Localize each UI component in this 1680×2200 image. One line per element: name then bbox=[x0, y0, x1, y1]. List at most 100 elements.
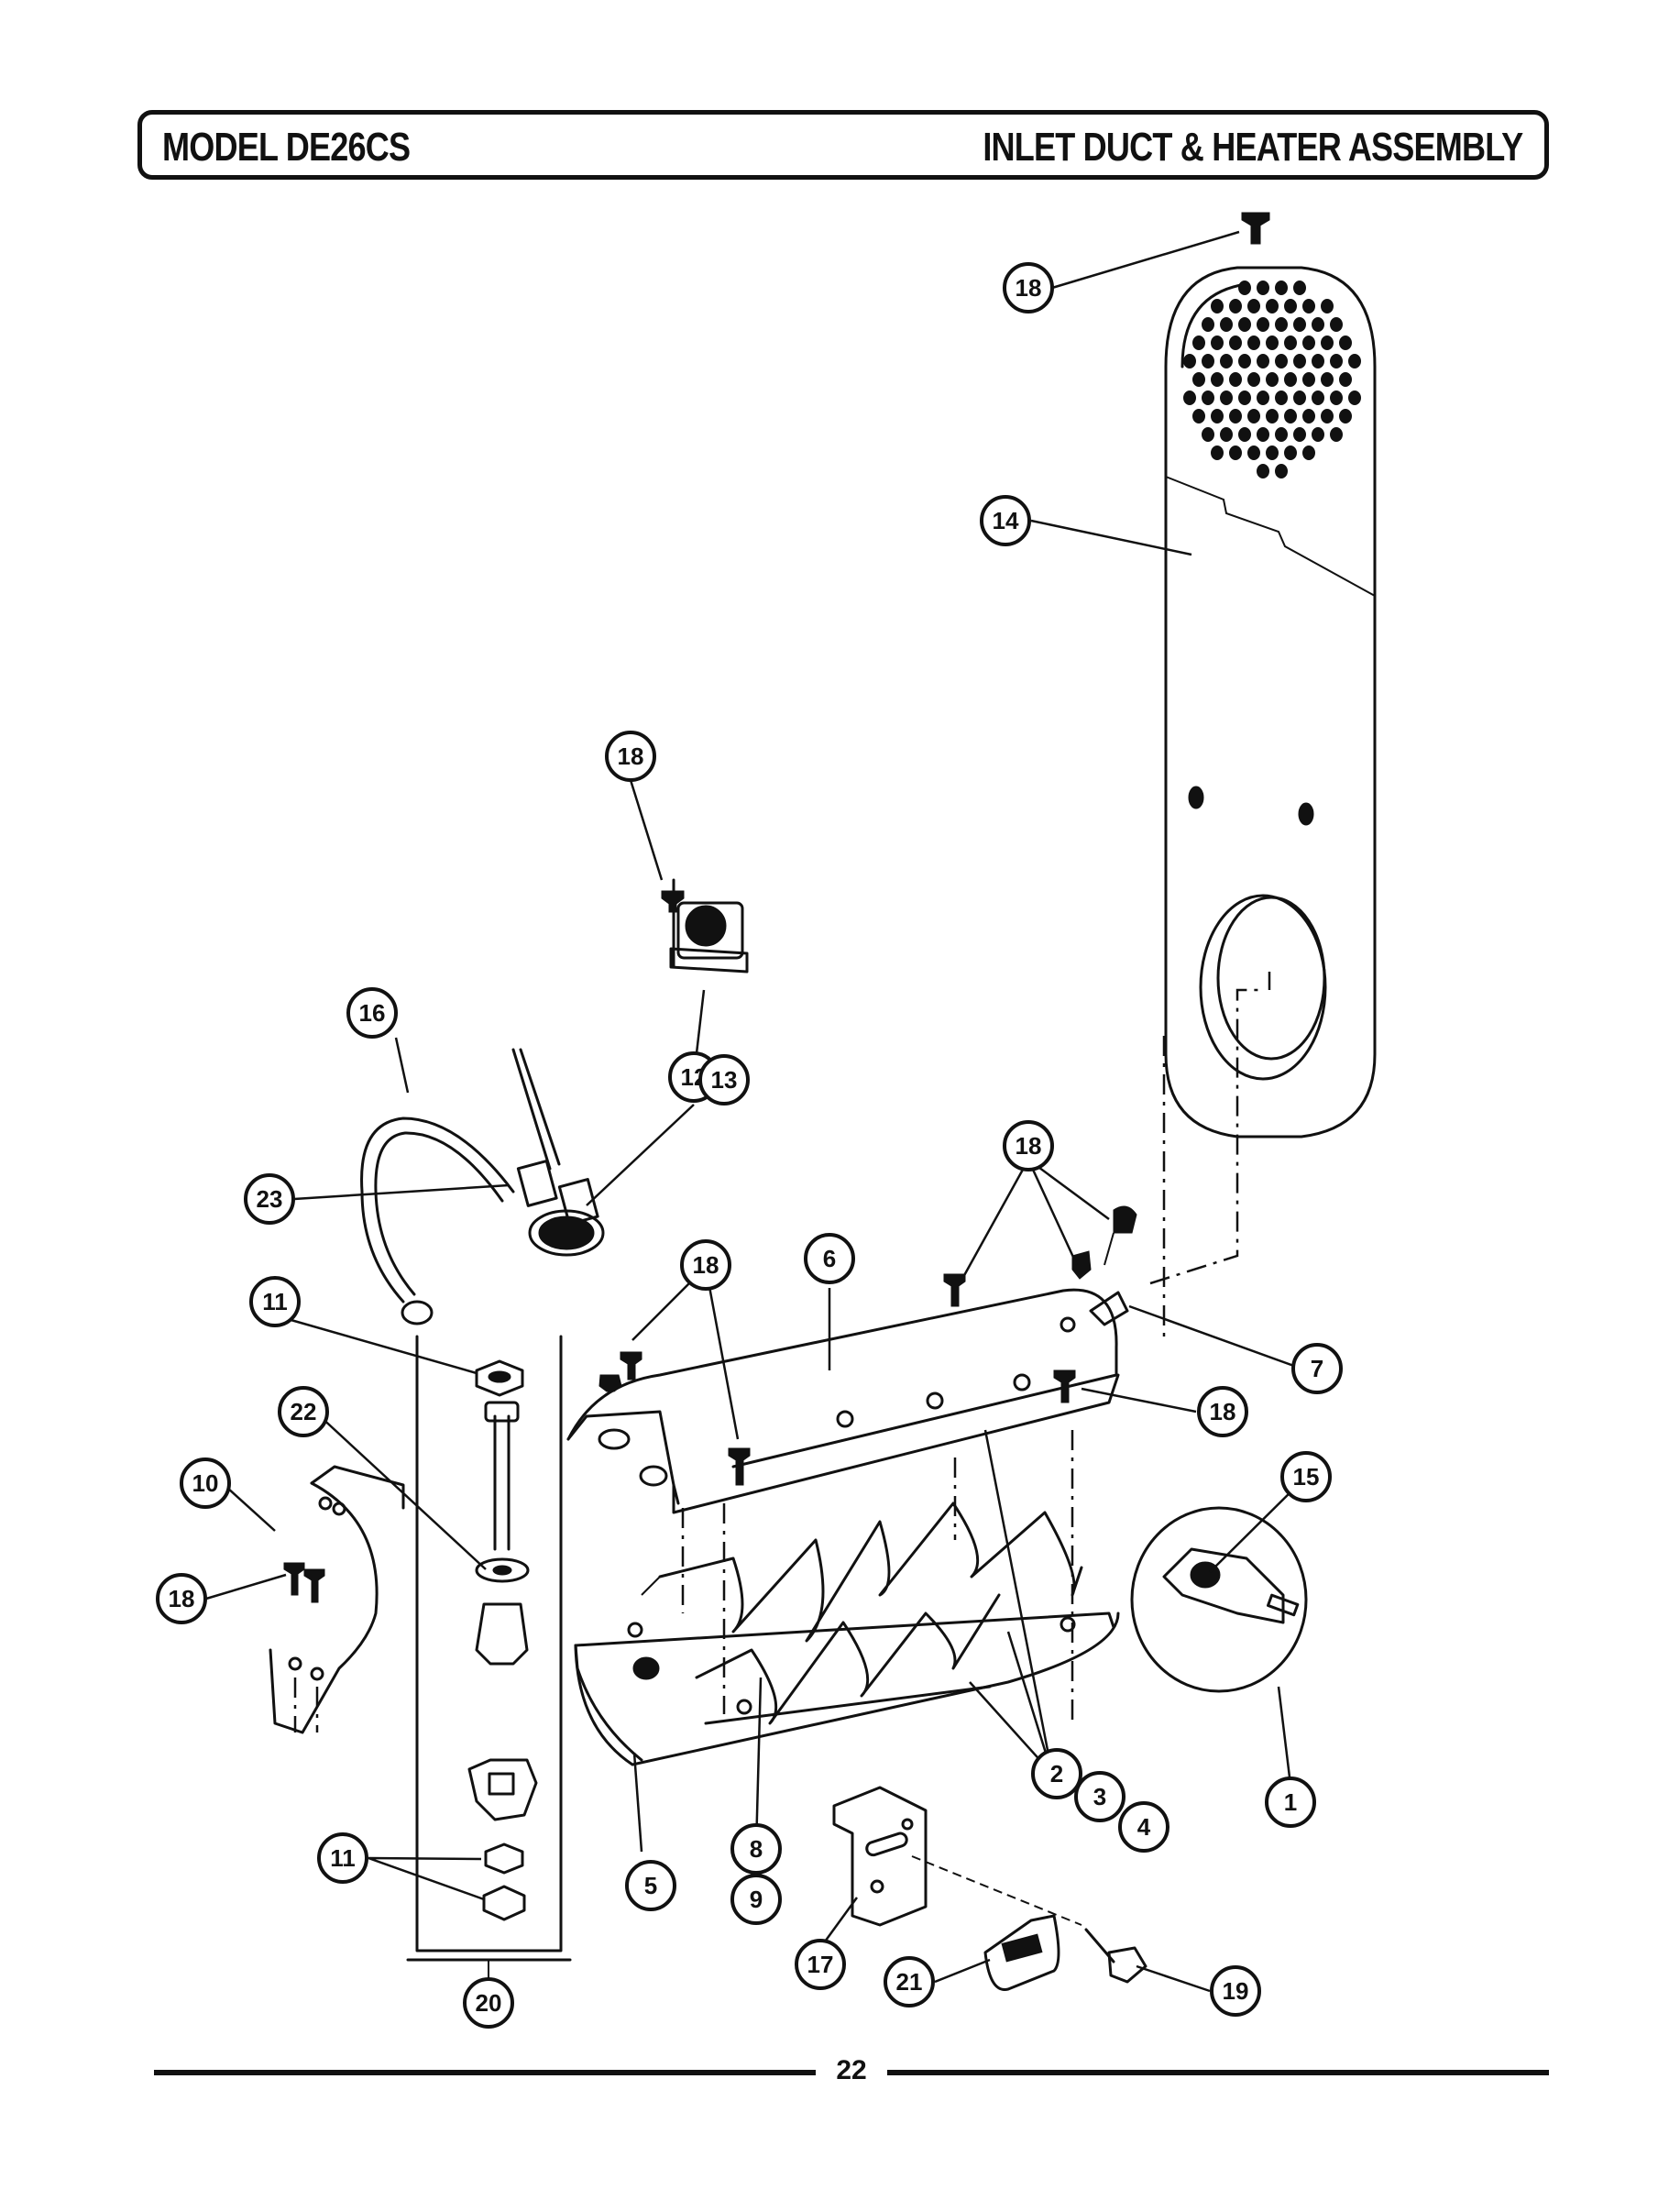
callout-label: 23 bbox=[257, 1185, 283, 1213]
heater-bracket bbox=[269, 1465, 405, 1734]
callout-circle bbox=[1210, 1965, 1261, 2017]
callout-4: 4 bbox=[1118, 1801, 1169, 1853]
callout-circle bbox=[1003, 1120, 1054, 1172]
callout-18: 18 bbox=[1003, 1120, 1054, 1172]
heater-housing-bottom bbox=[574, 1612, 1120, 1766]
callout-3: 3 bbox=[1074, 1771, 1125, 1822]
callout-label: 18 bbox=[618, 742, 644, 770]
callout-circle bbox=[625, 1860, 676, 1911]
callout-16: 16 bbox=[346, 987, 398, 1039]
callout-circle bbox=[317, 1832, 368, 1884]
callout-circle bbox=[180, 1458, 231, 1509]
callout-label: 17 bbox=[807, 1951, 834, 1978]
callout-label: 20 bbox=[476, 1989, 502, 2017]
callout-circle bbox=[1197, 1386, 1248, 1437]
callout-7: 7 bbox=[1291, 1343, 1343, 1394]
callout-14: 14 bbox=[980, 495, 1031, 546]
terminal-studs bbox=[598, 1374, 668, 1487]
callout-circle bbox=[795, 1939, 846, 1990]
callout-9: 9 bbox=[730, 1874, 782, 1925]
callout-22: 22 bbox=[278, 1386, 329, 1437]
callout-circle bbox=[1118, 1801, 1169, 1853]
callout-label: 15 bbox=[1293, 1463, 1320, 1490]
page-number: 22 bbox=[836, 2055, 867, 2085]
callout-circle bbox=[730, 1823, 782, 1875]
ground-wire bbox=[360, 1116, 515, 1326]
callout-label: 14 bbox=[993, 507, 1019, 534]
thermal-fuse bbox=[1130, 1506, 1308, 1693]
callout-label: 13 bbox=[711, 1066, 738, 1094]
callout-15: 15 bbox=[1280, 1451, 1332, 1502]
callout-18: 18 bbox=[1197, 1386, 1248, 1437]
callout-13: 13 bbox=[698, 1054, 750, 1106]
callout-circle bbox=[884, 1956, 935, 2008]
callout-circle bbox=[680, 1239, 731, 1291]
callout-11: 11 bbox=[249, 1276, 301, 1327]
callout-circle bbox=[1291, 1343, 1343, 1394]
callout-label: 3 bbox=[1093, 1783, 1106, 1810]
callout-circle bbox=[346, 987, 398, 1039]
callout-circle bbox=[605, 731, 656, 782]
callout-2: 2 bbox=[1031, 1748, 1082, 1799]
callout-circle bbox=[244, 1173, 295, 1225]
callout-18: 18 bbox=[605, 731, 656, 782]
inlet-duct bbox=[1164, 266, 1377, 1138]
section-title: INLET DUCT & HEATER ASSEMBLY bbox=[982, 125, 1523, 170]
callout-21: 21 bbox=[884, 1956, 935, 2008]
callout-circle bbox=[463, 1977, 514, 2029]
callout-circle bbox=[278, 1386, 329, 1437]
callout-circle bbox=[156, 1573, 207, 1624]
callout-label: 21 bbox=[896, 1968, 923, 1996]
mounting-plate bbox=[832, 1786, 928, 1927]
callout-label: 16 bbox=[359, 999, 386, 1027]
heater-housing-top bbox=[566, 1288, 1120, 1723]
callout-23: 23 bbox=[244, 1173, 295, 1225]
clip bbox=[1060, 1291, 1129, 1333]
leader-lines bbox=[205, 230, 1307, 1993]
duct-vent-holes bbox=[1183, 280, 1361, 478]
header-frame: MODEL DE26CS INLET DUCT & HEATER ASSEMBL… bbox=[137, 110, 1549, 180]
callout-circle bbox=[804, 1233, 855, 1284]
callout-label: 18 bbox=[169, 1585, 195, 1612]
terminal-block bbox=[983, 1914, 1060, 1991]
callout-label: 18 bbox=[1016, 274, 1042, 302]
callout-circle bbox=[1074, 1771, 1125, 1822]
callout-18: 18 bbox=[1003, 262, 1054, 314]
screw-19 bbox=[911, 1855, 1147, 1984]
page-footer: 22 bbox=[0, 2053, 1680, 2090]
callout-19: 19 bbox=[1210, 1965, 1261, 2017]
callout-circle bbox=[1003, 262, 1054, 314]
callout-label: 18 bbox=[1210, 1398, 1236, 1425]
alignment-guides bbox=[1149, 972, 1271, 1338]
thermostat-lower bbox=[511, 1048, 605, 1257]
callout-circle bbox=[249, 1276, 301, 1327]
callout-5: 5 bbox=[625, 1860, 676, 1911]
callout-circle bbox=[698, 1054, 750, 1106]
callout-label: 11 bbox=[262, 1288, 288, 1315]
callout-11: 11 bbox=[317, 1832, 368, 1884]
callout-label: 22 bbox=[291, 1398, 317, 1425]
callout-17: 17 bbox=[795, 1939, 846, 1990]
callout-label: 1 bbox=[1284, 1788, 1297, 1816]
callout-label: 18 bbox=[693, 1251, 719, 1279]
callout-circle bbox=[1031, 1748, 1082, 1799]
callout-circle bbox=[1265, 1776, 1316, 1828]
mounting-strip bbox=[406, 1335, 572, 1978]
callout-label: 2 bbox=[1050, 1760, 1063, 1788]
screw-top bbox=[1241, 212, 1270, 245]
callout-label: 19 bbox=[1223, 1977, 1249, 2005]
footer-rule-right bbox=[887, 2070, 1549, 2075]
callout-circle bbox=[730, 1874, 782, 1925]
callout-label: 11 bbox=[330, 1844, 356, 1872]
callout-8: 8 bbox=[730, 1823, 782, 1875]
heater-coil bbox=[641, 1502, 1083, 1725]
callout-label: 4 bbox=[1137, 1813, 1151, 1841]
screws-on-housing bbox=[620, 1205, 1137, 1486]
callout-label: 8 bbox=[750, 1835, 763, 1863]
model-title: MODEL DE26CS bbox=[162, 125, 411, 170]
callout-label: 10 bbox=[192, 1469, 219, 1497]
callout-20: 20 bbox=[463, 1977, 514, 2029]
callout-label: 5 bbox=[644, 1872, 657, 1899]
